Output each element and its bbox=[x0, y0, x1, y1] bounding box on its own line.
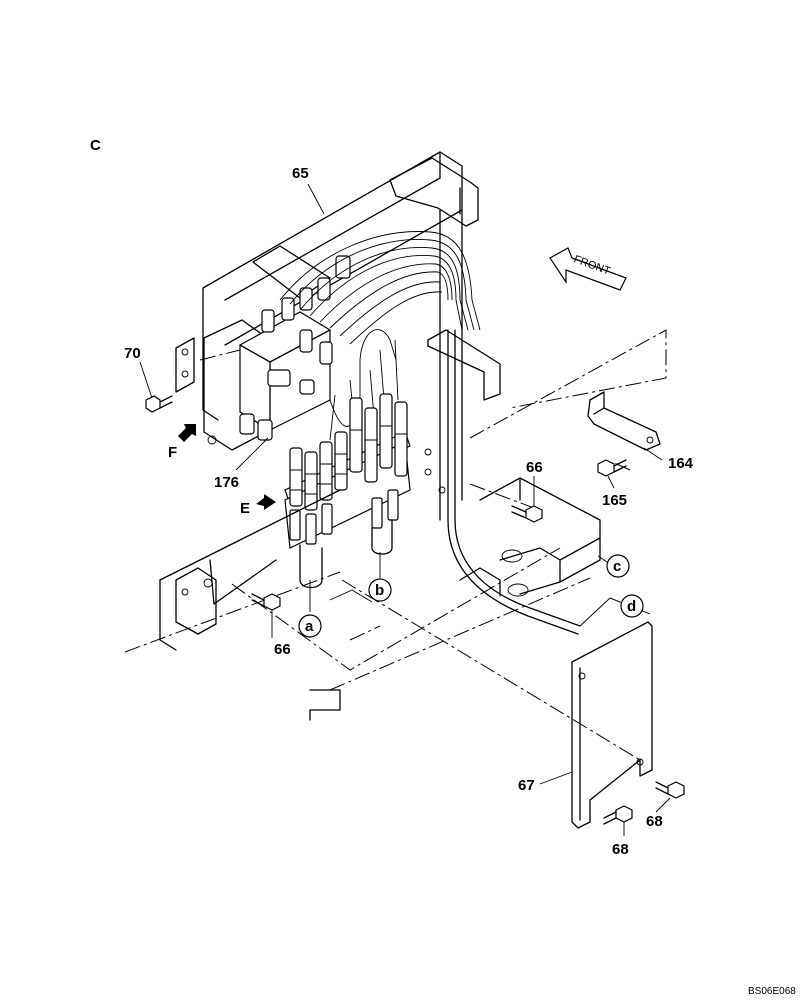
assembly-center-lines bbox=[124, 329, 667, 761]
valve-bracket-65 bbox=[202, 151, 501, 521]
front-arrow-icon: FRONT bbox=[549, 247, 627, 291]
circle-ref-c: c bbox=[606, 554, 630, 578]
circle-ref-a-label: a bbox=[305, 618, 314, 635]
pressure-switch-rail bbox=[284, 393, 411, 589]
leader-lines bbox=[139, 183, 671, 836]
bracket-164 bbox=[587, 391, 661, 451]
pilot-valve-block bbox=[239, 255, 351, 441]
view-arrow-e-label: E bbox=[240, 500, 250, 517]
cover-plate-67 bbox=[571, 621, 653, 829]
view-arrow-f-label: F bbox=[168, 444, 177, 461]
part-label-65: 65 bbox=[292, 165, 309, 182]
bolt-68-right-icon bbox=[655, 781, 685, 799]
bolt-66-top-icon bbox=[511, 505, 543, 523]
circle-ref-b: b bbox=[368, 578, 392, 602]
part-label-67: 67 bbox=[518, 777, 535, 794]
view-arrow-f-icon bbox=[178, 424, 196, 442]
circle-ref-a: a bbox=[298, 614, 322, 638]
part-label-68-bottom: 68 bbox=[612, 841, 629, 858]
view-arrow-e-icon bbox=[256, 494, 276, 510]
part-label-165: 165 bbox=[602, 492, 627, 509]
part-label-164: 164 bbox=[668, 455, 694, 472]
bolt-165-icon bbox=[597, 459, 627, 477]
bolt-66-bottom-icon bbox=[251, 593, 281, 611]
part-label-70: 70 bbox=[124, 345, 141, 362]
circle-ref-b-label: b bbox=[375, 582, 384, 599]
drawing-code: BS06E068 bbox=[748, 986, 796, 997]
circle-ref-d-label: d bbox=[627, 598, 636, 615]
part-label-176: 176 bbox=[214, 474, 239, 491]
circle-ref-d: d bbox=[620, 594, 644, 618]
part-label-66-bottom: 66 bbox=[274, 641, 291, 658]
view-label: C bbox=[90, 137, 101, 154]
part-label-68-right: 68 bbox=[646, 813, 663, 830]
part-label-66-top: 66 bbox=[526, 459, 543, 476]
bolt-68-bottom-icon bbox=[603, 805, 633, 825]
circle-ref-c-label: c bbox=[613, 558, 621, 575]
bolt-70-icon bbox=[145, 395, 173, 413]
